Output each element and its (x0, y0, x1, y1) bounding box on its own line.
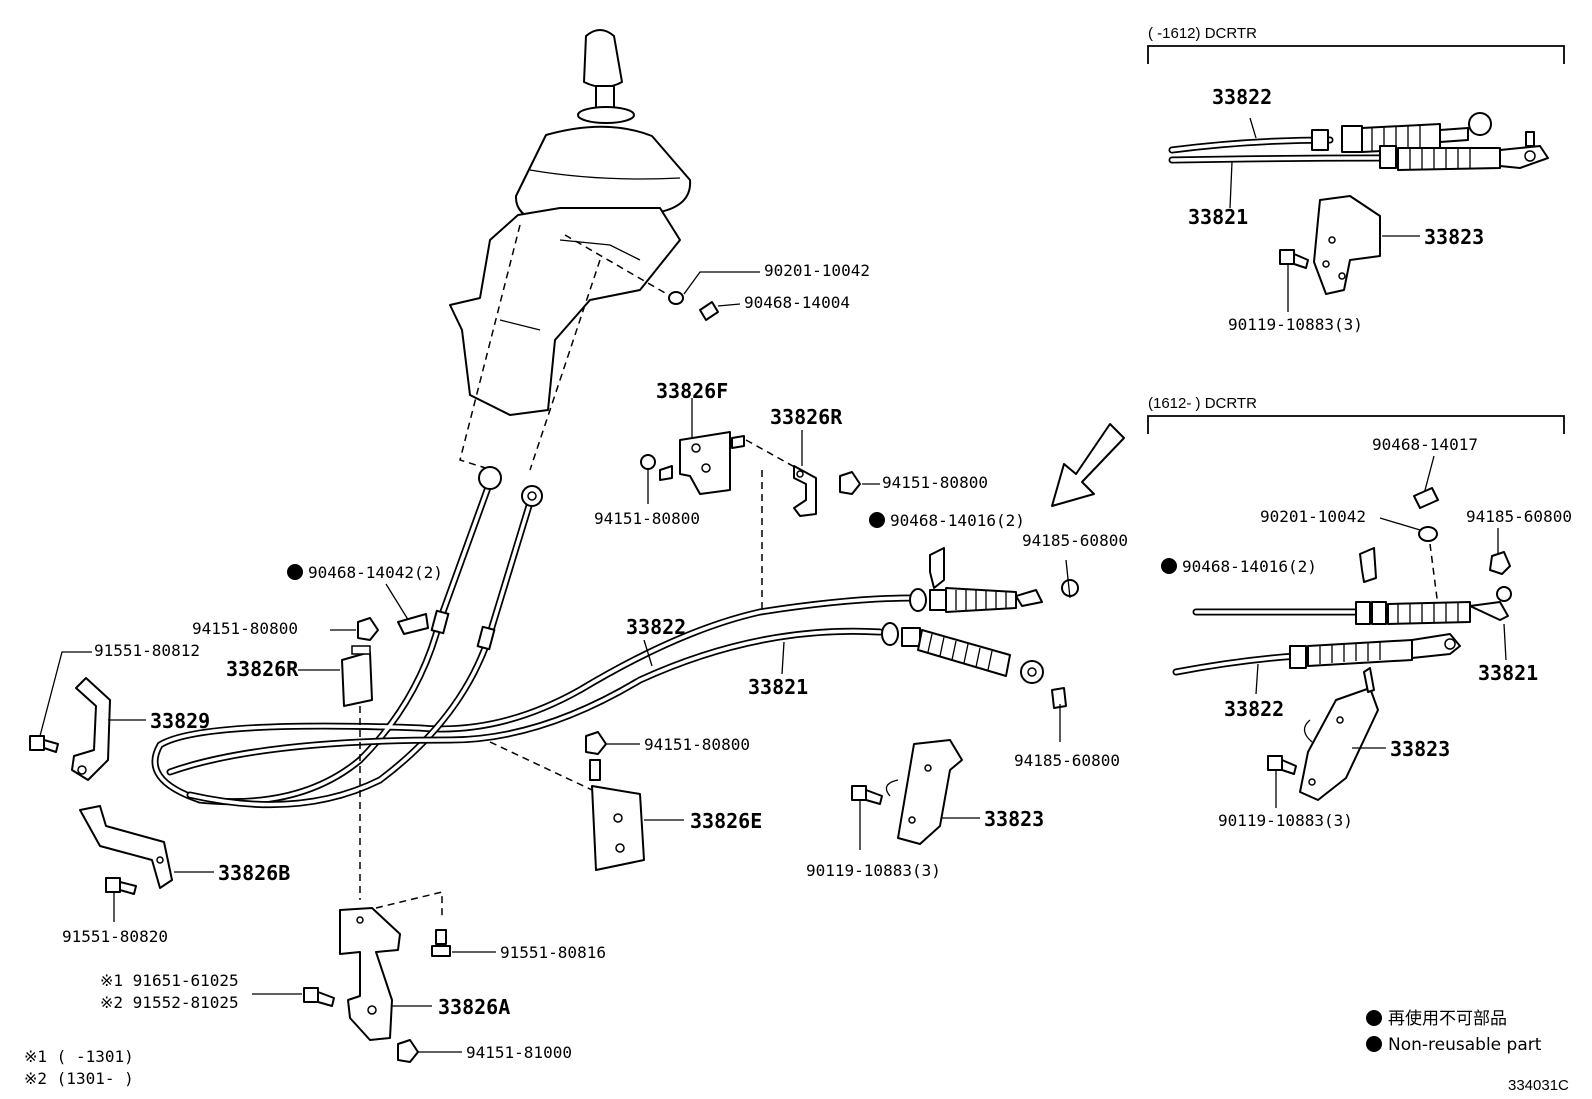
clip-left-part (397, 613, 429, 635)
label-33826a: 33826A (438, 995, 510, 1019)
inset-top: ( -1612) DCRTR 33822 33821 33823 90119-1 (1147, 25, 1565, 334)
bracket-33826r-top (793, 465, 817, 517)
label-90119-10883-main: 90119-10883(3) (806, 861, 941, 880)
inset-bottom: (1612- ) DCRTR 90468-14017 90201-10042 9… (1147, 395, 1572, 830)
label-90201-10042: 90201-10042 (764, 261, 870, 280)
bracket-33826a (339, 907, 401, 1041)
knob-clip-part (699, 301, 741, 321)
label-33826f: 33826F (656, 379, 728, 403)
bracket-33826e (589, 759, 645, 871)
label-note2-bolt: ※2 91552-81025 (100, 993, 239, 1012)
label-90468-14042-2: 90468-14042(2) (308, 563, 443, 582)
footnote-2: ※2 (1301- ) (24, 1069, 134, 1088)
label-33822-main: 33822 (626, 615, 686, 639)
shift-lever-assembly (449, 29, 692, 471)
bolt-left-top-part (29, 735, 59, 753)
inset-bottom-label-33822: 33822 (1224, 697, 1284, 721)
label-90468-14016-2: 90468-14016(2) (890, 511, 1025, 530)
inset-bottom-label-nut: 94185-60800 (1466, 507, 1572, 526)
nut-left-part (357, 617, 379, 641)
legend-dot-jp (1366, 1010, 1382, 1026)
cable-end-upper (909, 579, 1079, 613)
legend-jp: 再使用不可部品 (1388, 1008, 1507, 1029)
inset-top-header: ( -1612) DCRTR (1148, 25, 1257, 42)
label-91551-80816: 91551-80816 (500, 943, 606, 962)
label-94185-60800-upper: 94185-60800 (1022, 531, 1128, 550)
inset-bottom-label-clip: 90468-14017 (1372, 435, 1478, 454)
inset-top-label-33823: 33823 (1424, 225, 1484, 249)
label-91551-80820: 91551-80820 (62, 927, 168, 946)
label-94151-80800-r: 94151-80800 (882, 473, 988, 492)
view-arrow (1051, 423, 1125, 507)
clamp-33829 (71, 677, 111, 781)
legend-dot-en (1366, 1036, 1382, 1052)
non-reusable-dot (869, 512, 885, 528)
nut-a-bottom-part (397, 1039, 419, 1063)
legend-en: Non-reusable part (1388, 1035, 1542, 1055)
bracket-33826f (640, 431, 745, 495)
bolt-note-part (303, 987, 335, 1007)
inset-top-label-33822: 33822 (1212, 85, 1272, 109)
label-33826b: 33826B (218, 861, 290, 885)
bolt-b-part (105, 877, 137, 895)
nut-r-part (839, 471, 861, 495)
bolt-33823-part (851, 785, 883, 805)
bracket-33826b (79, 805, 173, 889)
label-33821-main: 33821 (748, 675, 808, 699)
inset-bottom-label-33821: 33821 (1478, 661, 1538, 685)
bracket-33826r-left (341, 645, 373, 707)
inset-bottom-header: (1612- ) DCRTR (1148, 395, 1257, 412)
inset-bottom-label-washer: 90201-10042 (1260, 507, 1366, 526)
inset-bottom-label-clip-2: 90468-14016(2) (1182, 557, 1317, 576)
legend: 再使用不可部品 Non-reusable part (1366, 1008, 1542, 1055)
non-reusable-dot (287, 564, 303, 580)
label-33826e: 33826E (690, 809, 762, 833)
label-94151-80800-left: 94151-80800 (192, 619, 298, 638)
footnote-1: ※1 ( -1301) (24, 1047, 134, 1066)
inset-top-label-bolt: 90119-10883(3) (1228, 315, 1363, 334)
label-note1-bolt: ※1 91651-61025 (100, 971, 239, 990)
label-91551-80812: 91551-80812 (94, 641, 200, 660)
cable-loop (151, 466, 916, 809)
label-90468-14004: 90468-14004 (744, 293, 850, 312)
label-33823-main: 33823 (984, 807, 1044, 831)
nut-center-part (585, 731, 607, 755)
label-94151-80800-center: 94151-80800 (644, 735, 750, 754)
non-reusable-dot (1161, 558, 1177, 574)
cable-end-lower (881, 622, 1067, 709)
label-33826r-top: 33826R (770, 405, 843, 429)
label-94185-60800-lower: 94185-60800 (1014, 751, 1120, 770)
inset-top-label-33821: 33821 (1188, 205, 1248, 229)
main-clip-right-part (929, 547, 945, 589)
knob-washer-part (668, 271, 760, 305)
label-33829: 33829 (150, 709, 210, 733)
diagram-id: 334031C (1508, 1077, 1569, 1094)
bolt-a-top-part (431, 929, 451, 957)
label-94151-80800-f: 94151-80800 (594, 509, 700, 528)
bracket-33823-main (885, 739, 963, 845)
label-33826r-left: 33826R (226, 657, 299, 681)
label-94151-81000: 94151-81000 (466, 1043, 572, 1062)
inset-bottom-label-33823: 33823 (1390, 737, 1450, 761)
inset-bottom-label-bolt: 90119-10883(3) (1218, 811, 1353, 830)
